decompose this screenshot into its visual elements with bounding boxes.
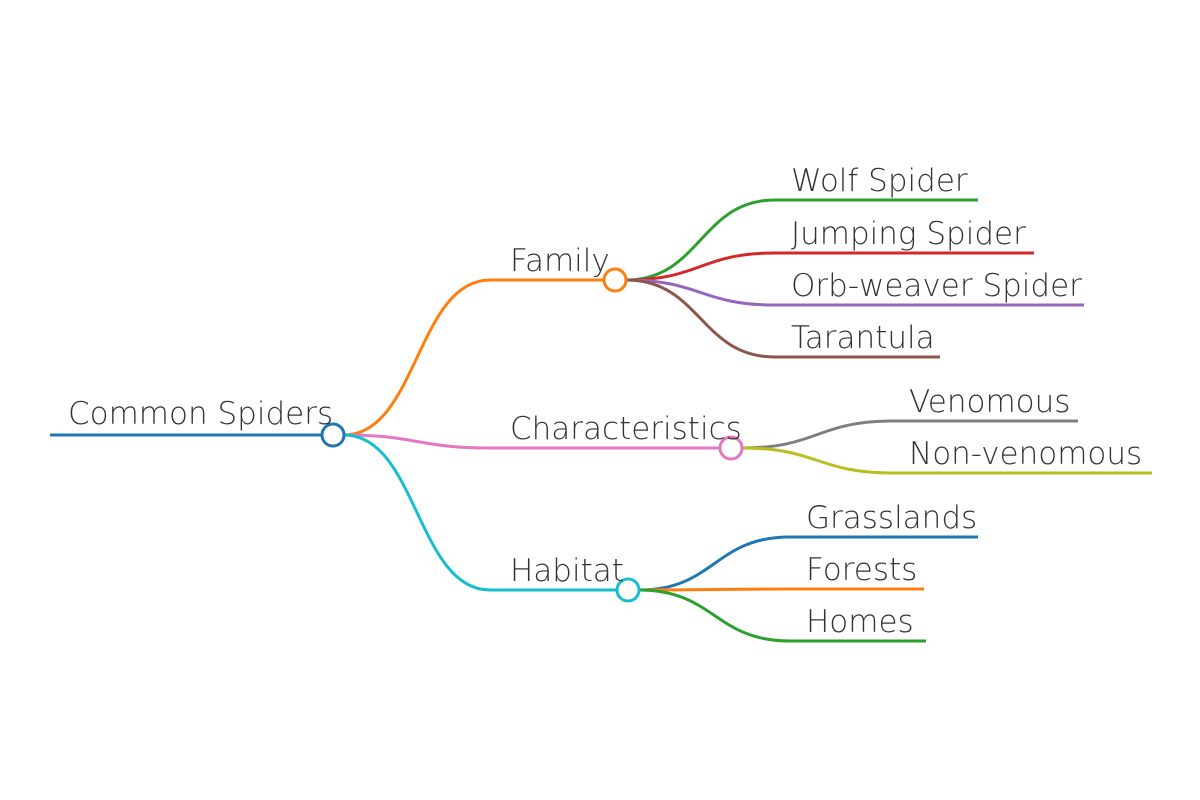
leaf-link: [624, 278, 777, 307]
leaf-label: Venomous: [909, 384, 1070, 420]
leaf-link: [740, 446, 895, 475]
leaf-label: Orb-weaver Spider: [791, 268, 1082, 304]
leaf-link: [740, 419, 895, 450]
root-label: Common Spiders: [68, 396, 333, 432]
root-node-toggle[interactable]: [320, 422, 346, 448]
leaf-link: [624, 198, 777, 282]
leaf-label: Wolf Spider: [791, 163, 968, 199]
branch-label: Family: [510, 243, 610, 279]
branch-label: Habitat: [510, 553, 624, 589]
branch-link: [342, 278, 492, 437]
branch-link: [342, 433, 492, 592]
branch-label: Characteristics: [510, 411, 742, 447]
branch-link: [342, 433, 492, 450]
leaf-label: Non-venomous: [909, 436, 1142, 472]
branch-node-toggle[interactable]: [718, 435, 744, 461]
leaf-label: Grasslands: [806, 500, 977, 536]
leaf-label: Forests: [806, 552, 917, 588]
leaf-label: Tarantula: [791, 320, 935, 356]
leaf-label: Homes: [806, 604, 914, 640]
mindmap-links: [50, 198, 1152, 643]
leaf-label: Jumping Spider: [791, 216, 1026, 252]
leaf-link: [637, 535, 792, 592]
leaf-link: [637, 587, 792, 592]
branch-node-toggle[interactable]: [602, 267, 628, 293]
leaf-link: [637, 588, 792, 643]
branch-node-toggle[interactable]: [615, 577, 641, 603]
leaf-link: [624, 278, 777, 359]
leaf-link: [624, 251, 777, 282]
